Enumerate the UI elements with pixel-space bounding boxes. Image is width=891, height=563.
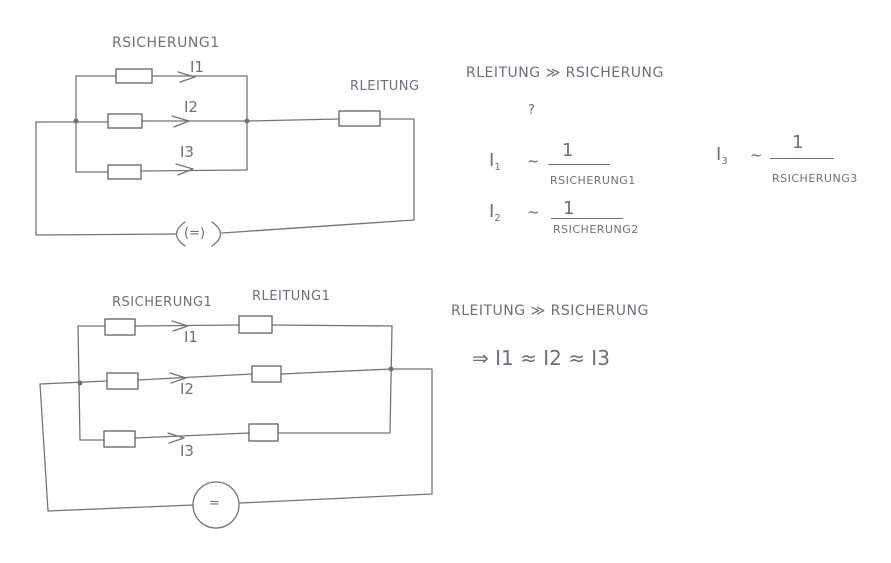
c2-r-leitung-2 <box>251 365 282 383</box>
c1-label-r-leitung: RLEITUNG <box>350 79 420 94</box>
eq2-denominator: RSICHERUNG2 <box>553 223 639 236</box>
r-sicherung-2 <box>107 113 143 129</box>
c2-r-leitung-3 <box>248 423 279 442</box>
c1-current-3: I3 <box>180 143 194 161</box>
r-sicherung-1 <box>115 68 153 84</box>
c2-r-sicherung-2 <box>106 372 139 390</box>
eq2-approx: ~ <box>527 203 540 221</box>
eq3-lhs: I3 <box>716 144 728 167</box>
source1-paren-left <box>175 221 186 247</box>
eq2-fraction-bar <box>551 218 623 219</box>
c1-label-r-sicherung: RSICHERUNG1 <box>112 35 220 51</box>
eq3-approx: ~ <box>750 146 763 164</box>
notes1-question-mark: ? <box>528 103 535 118</box>
circuit1-wires <box>35 71 415 236</box>
notes2-condition: RLEITUNG ≫ RSICHERUNG <box>451 303 649 319</box>
eq3-fraction-bar <box>770 158 834 159</box>
c2-r-leitung-1 <box>238 315 273 334</box>
c2-current-3: I3 <box>180 442 194 460</box>
c2-r-sicherung-3 <box>103 430 136 448</box>
eq1-lhs: I1 <box>489 150 501 173</box>
eq2-numerator: 1 <box>563 198 575 219</box>
c2-current-2: I2 <box>180 380 194 398</box>
r-leitung <box>338 110 381 127</box>
source1-paren-right <box>211 221 222 247</box>
c2-node-right <box>388 366 394 372</box>
source2-circle <box>192 481 240 529</box>
r-sicherung-3 <box>107 164 142 180</box>
c1-current-2: I2 <box>184 98 198 116</box>
eq1-denominator: RSICHERUNG1 <box>550 174 636 187</box>
notes1-condition: RLEITUNG ≫ RSICHERUNG <box>466 65 664 81</box>
c2-label-r-sicherung: RSICHERUNG1 <box>112 295 213 310</box>
notes2-result: ⇒ I1 ≈ I2 ≈ I3 <box>472 346 610 370</box>
node-right <box>244 118 250 124</box>
circuit2-wires <box>39 320 433 512</box>
c2-r-sicherung-1 <box>104 318 136 336</box>
eq1-fraction-bar <box>548 164 610 165</box>
eq1-approx: ~ <box>527 152 540 170</box>
c2-source-symbol: = <box>209 496 220 511</box>
eq3-numerator: 1 <box>792 132 804 153</box>
c1-source-symbol: (=) <box>184 226 206 241</box>
node-left <box>73 118 79 124</box>
eq3-denominator: RSICHERUNG3 <box>772 172 858 185</box>
c2-node-left <box>77 380 83 386</box>
eq2-lhs: I2 <box>489 201 501 224</box>
c2-current-1: I1 <box>184 328 198 346</box>
c2-label-r-leitung: RLEITUNG1 <box>252 289 331 304</box>
c1-current-1: I1 <box>190 58 204 76</box>
eq1-numerator: 1 <box>562 140 574 161</box>
